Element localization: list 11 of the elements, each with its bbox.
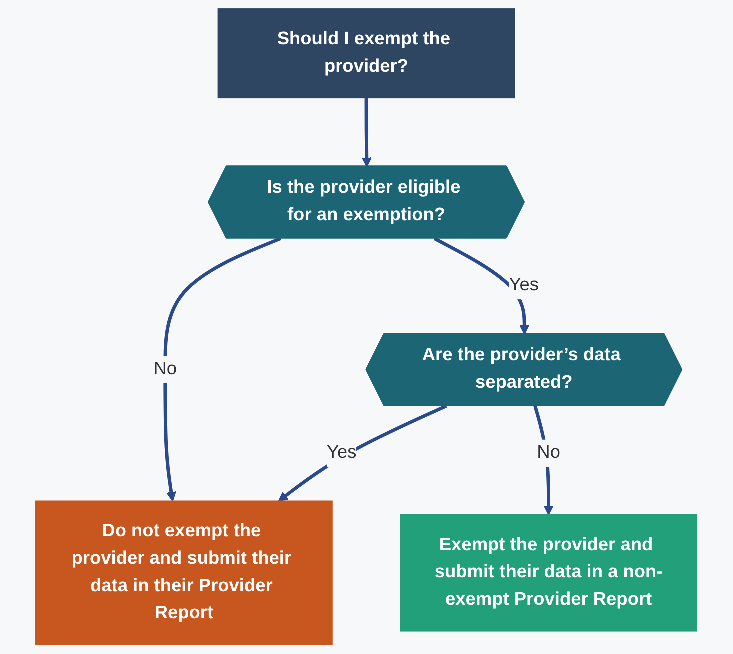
node-box: Should I exempt the provider? xyxy=(218,8,516,99)
edge-label: No xyxy=(154,359,178,379)
arrow xyxy=(434,237,530,335)
node-box: Do not exempt the provider and submit their data in their Provider Report xyxy=(36,500,333,646)
arrow xyxy=(362,98,372,168)
edge-label: Yes xyxy=(326,443,357,463)
edge-label: No xyxy=(537,443,560,463)
edge-label: Yes xyxy=(509,276,540,296)
node-box: Exempt the provider and submit their data in a non-exempt Provider Report xyxy=(400,514,698,632)
arrow xyxy=(164,237,282,502)
arrow xyxy=(278,404,448,502)
